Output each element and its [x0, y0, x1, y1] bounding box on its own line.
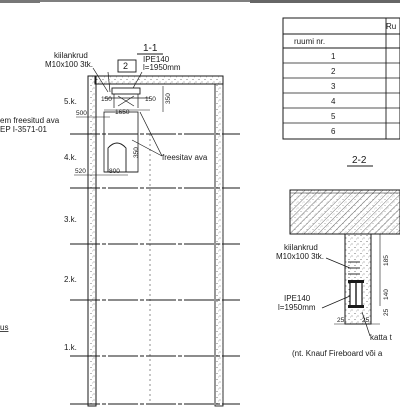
milled-opening [103, 111, 139, 173]
dim-25-bottom-left: 25 [337, 317, 345, 324]
dim-350-top: 350 [165, 93, 172, 104]
dim-1650: 1650 [115, 109, 130, 116]
fastener-2-2-line-1: kiilankrud [284, 243, 318, 252]
cover-note: katta t [370, 333, 393, 342]
dim-150-left: 150 [101, 96, 112, 103]
fastener-label-line-1: kiilankrud [54, 51, 88, 60]
beam-2-2-line-1: IPE140 [284, 294, 311, 303]
room-table: Ru ruumi nr. 1 2 3 4 5 6 [282, 17, 400, 140]
floor-label-1: 1.k. [64, 343, 77, 352]
dim-500: 500 [76, 110, 87, 117]
dim-25-right: 25 [383, 308, 390, 316]
dim-520: 520 [75, 168, 86, 175]
table-header-right: Ru [386, 22, 396, 31]
tag-number: 2 [123, 61, 128, 71]
table-row-1: 1 [331, 52, 336, 61]
dim-150-right: 150 [145, 96, 156, 103]
floor-label-3: 3.k. [64, 215, 77, 224]
section-1-1: 1-1 2 kiilankrud M10x100 3tk. IPE140 l=1… [0, 43, 240, 407]
milled-opening-label: freesitav ava [162, 153, 208, 162]
beam-2-2-line-2: l=1950mm [278, 303, 316, 312]
left-wall [87, 75, 97, 407]
dim-185: 185 [383, 255, 390, 266]
top-slab [94, 75, 224, 85]
tag-box [117, 59, 137, 73]
fastener-2-2-line-2: M10x100 3tk. [276, 252, 324, 261]
floor-label-5: 5.k. [64, 97, 77, 106]
floor-slabs [70, 133, 240, 405]
table-row-4: 4 [331, 97, 336, 106]
dim-140: 140 [383, 289, 390, 300]
dim-350-mid: 350 [133, 147, 140, 158]
wall-2-2 [344, 233, 372, 325]
table-row-5: 5 [331, 112, 336, 121]
section-2-2-title: 2-2 [352, 155, 367, 166]
fastener-label-line-2: M10x100 3tk. [45, 60, 93, 69]
ipe-beam-profile [348, 280, 364, 308]
ipe-beam-detail [104, 87, 150, 108]
section-2-2: 2-2 185 140 25 25 25 kiilankrud M1 [276, 155, 400, 358]
table-row-3: 3 [331, 82, 336, 91]
table-row-6: 6 [331, 127, 336, 136]
beam-label-line-1: IPE140 [143, 55, 170, 64]
left-note-line-1: em freesitud ava [0, 116, 60, 125]
floor-label-2: 2.k. [64, 275, 77, 284]
floor-label-4: 4.k. [64, 153, 77, 162]
dim-800: 800 [109, 168, 120, 175]
left-note-line-2: EP I-3571-01 [0, 125, 48, 134]
board-note: (nt. Knauf Fireboard või a [292, 349, 383, 358]
table-row-2: 2 [331, 67, 336, 76]
section-1-1-title: 1-1 [143, 43, 158, 54]
dim-25-bottom-mid: 25 [362, 317, 370, 324]
scan-top-edge [0, 0, 400, 3]
table-header-left: ruumi nr. [294, 37, 325, 46]
beam-label-line-2: l=1950mm [143, 63, 181, 72]
right-wall [214, 83, 224, 407]
bottom-left-note: us [0, 323, 8, 332]
